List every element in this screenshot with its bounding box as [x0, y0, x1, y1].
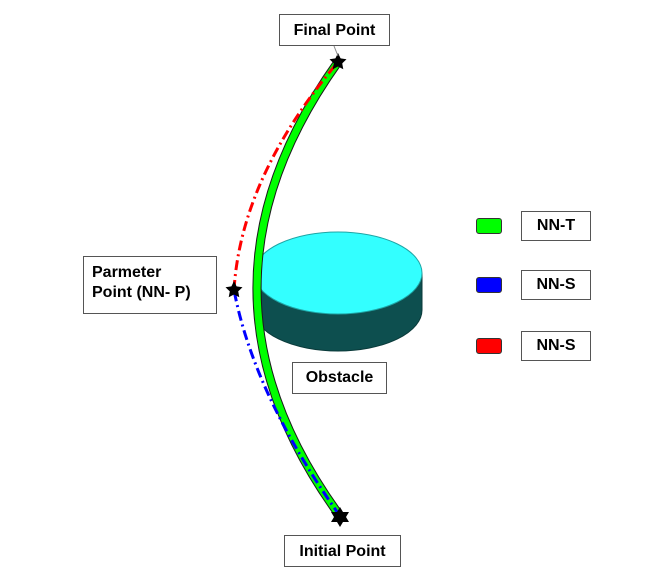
- parameter-point-line1: Parmeter: [92, 264, 162, 281]
- obstacle-cylinder: [253, 231, 423, 352]
- star-icon: [225, 281, 243, 298]
- final-point-label: Final Point: [279, 14, 390, 46]
- path-nn-t-fill: [253, 58, 344, 520]
- star-icon: [329, 53, 347, 70]
- legend-label-nn-t: NN-T: [521, 211, 591, 241]
- initial-point-label: Initial Point: [284, 535, 401, 567]
- final-point-text: Final Point: [293, 22, 376, 39]
- initial-point-text: Initial Point: [299, 543, 386, 560]
- legend-label-nn-s-blue-text: NN-S: [536, 276, 576, 293]
- parameter-point-label: Parmeter Point (NN- P): [83, 256, 217, 314]
- final-point-leader: [333, 45, 339, 57]
- obstacle-text: Obstacle: [305, 369, 374, 386]
- legend-label-nn-s-red-text: NN-S: [536, 337, 576, 354]
- legend-swatch-nn-t: [476, 218, 502, 234]
- legend-label-nn-t-text: NN-T: [536, 217, 576, 234]
- legend-label-nn-s-red: NN-S: [521, 331, 591, 361]
- legend-label-nn-s-blue: NN-S: [521, 270, 591, 300]
- legend-swatch-nn-s-red: [476, 338, 502, 354]
- parameter-point-line2: Point (NN- P): [92, 284, 191, 301]
- obstacle-label: Obstacle: [292, 362, 387, 394]
- path-nn-s-red: [232, 61, 340, 291]
- path-nn-s-blue: [232, 289, 342, 517]
- obstacle-top: [253, 231, 423, 315]
- star-icon: [331, 507, 349, 527]
- legend-swatch-nn-s-blue: [476, 277, 502, 293]
